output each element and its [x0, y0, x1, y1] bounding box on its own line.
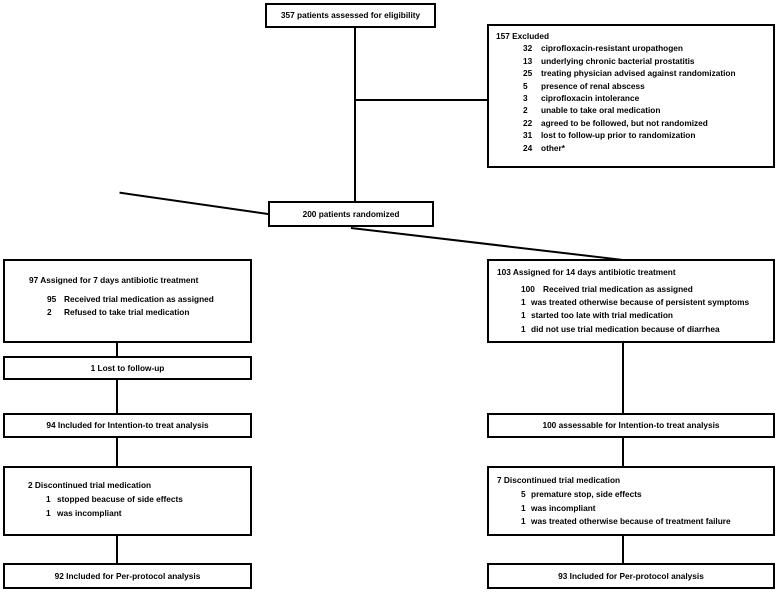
left-discontinued-header: 2 Discontinued trial medication	[28, 480, 152, 490]
box-right-per-protocol-analysis: 93 Included for Per-protocol analysis	[487, 563, 775, 589]
right-allocation-detail-count: 1	[521, 296, 526, 307]
connector-left-allocation-to-followup	[116, 343, 118, 357]
right-allocation-detail-row: 1 did not use trial medication because o…	[521, 324, 773, 334]
right-discontinued-detail-row: 1 was incompliant	[521, 503, 773, 513]
right-discontinued-detail-count: 5	[521, 489, 526, 500]
left-itt-label: 94 Included for Intention-to treat analy…	[46, 420, 209, 431]
excluded-reason-row: 24 other*	[523, 143, 773, 153]
excluded-reason-text: treating physician advised against rando…	[541, 68, 736, 79]
right-discontinued-detail-count: 1	[521, 502, 526, 513]
connector-right-itt-to-discontinued	[622, 437, 624, 467]
right-discontinued-detail-text: was incompliant	[531, 502, 596, 513]
connector-left-followup-to-itt	[116, 379, 118, 414]
left-discontinued-detail-count: 1	[46, 507, 51, 518]
left-discontinued-detail-text: stopped beacuse of side effects	[57, 494, 183, 505]
left-allocation-detail-text: Received trial medication as assigned	[64, 294, 214, 304]
right-allocation-detail-text: Received trial medication as assigned	[543, 283, 693, 294]
left-allocation-detail-count: 95	[47, 294, 57, 304]
left-allocation-header: 97 Assigned for 7 days antibiotic treatm…	[29, 275, 199, 285]
right-allocation-header: 103 Assigned for 14 days antibiotic trea…	[497, 267, 676, 277]
connector-to-excluded-box	[354, 99, 489, 101]
box-excluded: 157 Excluded 32 ciprofloxacin-resistant …	[487, 24, 775, 168]
excluded-reason-text: other*	[541, 142, 565, 153]
right-allocation-detail-text: did not use trial medication because of …	[531, 323, 720, 334]
left-allocation-detail-count: 2	[47, 307, 52, 318]
excluded-reason-count: 31	[523, 130, 533, 141]
excluded-reason-count: 22	[523, 117, 533, 128]
right-allocation-detail-count: 1	[521, 310, 526, 321]
excluded-reason-count: 3	[523, 92, 528, 103]
right-allocation-detail-count: 100	[521, 283, 535, 294]
box-right-discontinued: 7 Discontinued trial medication 5 premat…	[487, 466, 775, 536]
excluded-reason-count: 32	[523, 43, 533, 54]
box-patients-randomized: 200 patients randomized	[268, 201, 434, 227]
left-followup-label: 1 Lost to follow-up	[90, 362, 165, 373]
left-allocation-detail-text: Refused to take trial medication	[64, 307, 190, 318]
excluded-reason-text: unable to take oral medication	[541, 105, 661, 116]
left-discontinued-detail-row: 1 stopped beacuse of side effects	[46, 494, 250, 504]
right-discontinued-detail-row: 1 was treated otherwise because of treat…	[521, 516, 773, 526]
left-discontinued-detail-count: 1	[46, 494, 51, 505]
box-left-per-protocol-analysis: 92 Included for Per-protocol analysis	[3, 563, 252, 589]
excluded-reason-row: 5 presence of renal abscess	[523, 81, 773, 91]
left-allocation-detail-row: 95 Received trial medication as assigned	[47, 294, 250, 304]
left-per-protocol-label: 92 Included for Per-protocol analysis	[54, 570, 201, 581]
excluded-header: 157 Excluded	[496, 31, 550, 41]
box-right-itt-analysis: 100 assessable for Intention-to treat an…	[487, 413, 775, 438]
right-allocation-detail-text: started too late with trial medication	[531, 310, 673, 321]
right-allocation-detail-row: 100 Received trial medication as assigne…	[521, 284, 773, 294]
right-discontinued-detail-text: was treated otherwise because of treatme…	[531, 516, 731, 527]
box-left-lost-to-followup: 1 Lost to follow-up	[3, 356, 252, 380]
connector-left-itt-to-discontinued	[116, 437, 118, 467]
box-assessed-for-eligibility: 357 patients assessed for eligibility	[265, 3, 436, 28]
right-discontinued-detail-count: 1	[521, 516, 526, 527]
left-allocation-detail-row: 2 Refused to take trial medication	[47, 307, 250, 317]
excluded-reason-row: 2 unable to take oral medication	[523, 105, 773, 115]
excluded-reason-text: lost to follow-up prior to randomization	[541, 130, 696, 141]
right-allocation-detail-row: 1 was treated otherwise because of persi…	[521, 297, 773, 307]
excluded-reason-text: ciprofloxacin-resistant uropathogen	[541, 43, 683, 54]
assessed-label: 357 patients assessed for eligibility	[280, 10, 421, 21]
left-discontinued-detail-row: 1 was incompliant	[46, 508, 250, 518]
connector-right-discontinued-to-perprotocol	[622, 535, 624, 564]
right-discontinued-detail-text: premature stop, side effects	[531, 489, 642, 500]
connector-randomized-to-right-arm	[350, 227, 626, 262]
excluded-reason-row: 22 agreed to be followed, but not random…	[523, 118, 773, 128]
right-allocation-detail-count: 1	[521, 323, 526, 334]
right-per-protocol-label: 93 Included for Per-protocol analysis	[558, 570, 704, 581]
connector-left-discontinued-to-perprotocol	[116, 535, 118, 564]
randomized-label: 200 patients randomized	[302, 208, 400, 219]
left-discontinued-detail-text: was incompliant	[57, 507, 122, 518]
excluded-reason-count: 24	[523, 142, 533, 153]
excluded-reason-text: presence of renal abscess	[541, 80, 645, 91]
excluded-reason-count: 13	[523, 55, 533, 66]
box-left-itt-analysis: 94 Included for Intention-to treat analy…	[3, 413, 252, 438]
excluded-reason-row: 25 treating physician advised against ra…	[523, 68, 773, 78]
connector-right-allocation-to-itt	[622, 343, 624, 414]
box-left-arm-allocation: 97 Assigned for 7 days antibiotic treatm…	[3, 259, 252, 343]
box-left-discontinued: 2 Discontinued trial medication 1 stoppe…	[3, 466, 252, 536]
right-itt-label: 100 assessable for Intention-to treat an…	[542, 420, 720, 431]
right-discontinued-detail-row: 5 premature stop, side effects	[521, 489, 773, 499]
excluded-reason-count: 5	[523, 80, 528, 91]
right-allocation-detail-row: 1 started too late with trial medication	[521, 310, 773, 320]
excluded-reason-row: 13 underlying chronic bacterial prostati…	[523, 56, 773, 66]
excluded-reason-count: 25	[523, 68, 533, 79]
excluded-reason-text: agreed to be followed, but not randomize…	[541, 117, 708, 128]
right-discontinued-header: 7 Discontinued trial medication	[497, 475, 621, 485]
excluded-reason-row: 32 ciprofloxacin-resistant uropathogen	[523, 43, 773, 53]
excluded-reason-row: 31 lost to follow-up prior to randomizat…	[523, 130, 773, 140]
excluded-reason-text: underlying chronic bacterial prostatitis	[541, 55, 695, 66]
excluded-reason-text: ciprofloxacin intolerance	[541, 92, 640, 103]
excluded-reason-count: 2	[523, 105, 528, 116]
excluded-reason-row: 3 ciprofloxacin intolerance	[523, 93, 773, 103]
box-right-arm-allocation: 103 Assigned for 14 days antibiotic trea…	[487, 259, 775, 343]
right-allocation-detail-text: was treated otherwise because of persist…	[531, 296, 750, 307]
connector-assessed-to-randomized	[354, 28, 356, 202]
